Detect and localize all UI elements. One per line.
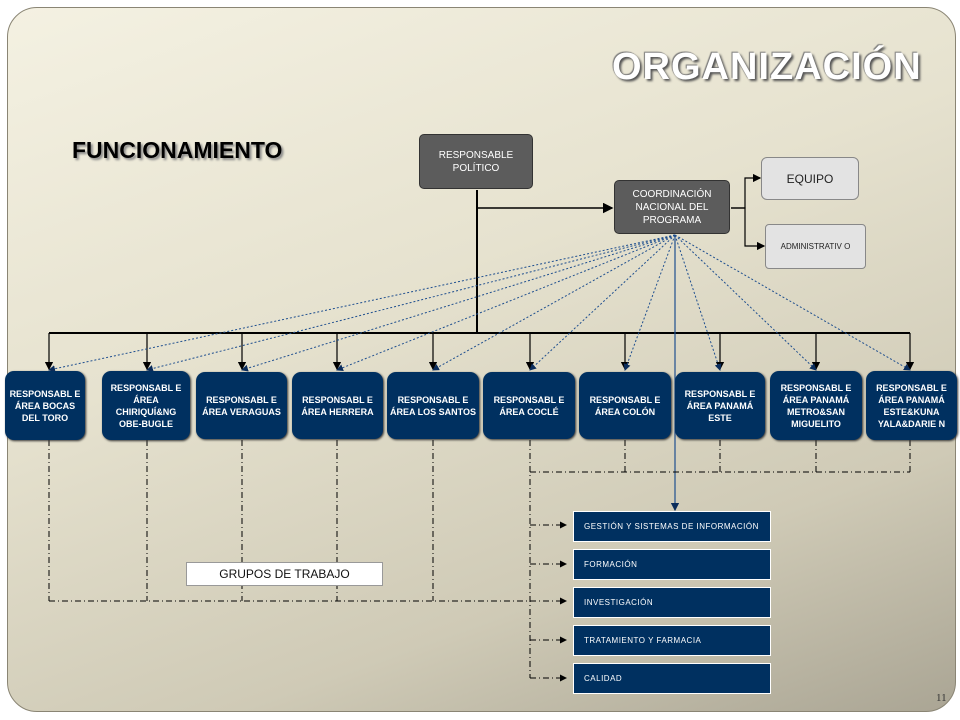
area-box-chiriqui: RESPONSABL E ÁREA CHIRIQUÍ&NG OBE-BUGLE: [102, 371, 190, 440]
area-box-colon: RESPONSABL E ÁREA COLÓN: [579, 372, 671, 439]
page-number: 11: [936, 692, 947, 704]
responsable-politico-box: RESPONSABLE POLÍTICO: [419, 134, 533, 189]
area-box-panama-este-kuna-yala: RESPONSABL E ÁREA PANAMÁ ESTE&KUNA YALA&…: [866, 371, 957, 440]
equipo-box: EQUIPO: [761, 157, 859, 200]
slide-background: [7, 7, 956, 712]
area-box-cocle: RESPONSABL E ÁREA COCLÉ: [483, 372, 575, 439]
group-calidad: CALIDAD: [573, 663, 771, 694]
hierarchy-lines: [49, 190, 910, 334]
coordinacion-branches: [731, 173, 766, 251]
group-tratamiento-farmacia: TRATAMIENTO Y FARMACIA: [573, 625, 771, 656]
area-box-los-santos: RESPONSABL E ÁREA LOS SANTOS: [387, 372, 479, 439]
area-drops: [44, 333, 915, 371]
area-box-herrera: RESPONSABL E ÁREA HERRERA: [292, 372, 383, 439]
coordinacion-box: COORDINACIÓN NACIONAL DEL PROGRAMA: [614, 180, 730, 234]
slide-title: ORGANIZACIÓN: [612, 46, 922, 88]
workgroup-dashdot-lines: [48, 440, 911, 682]
area-box-bocas-del-toro: RESPONSABL E ÁREA BOCAS DEL TORO: [5, 371, 85, 440]
grupos-de-trabajo-label: GRUPOS DE TRABAJO: [186, 562, 383, 586]
administrativo-box: ADMINISTRATIV O: [765, 224, 866, 269]
area-box-veraguas: RESPONSABL E ÁREA VERAGUAS: [196, 372, 287, 439]
area-box-panama-metro: RESPONSABL E ÁREA PANAMÁ METRO&SAN MIGUE…: [770, 371, 862, 440]
group-formacion: FORMACIÓN: [573, 549, 771, 580]
coordination-dotted-lines: [48, 234, 911, 373]
area-box-panama-este: RESPONSABL E ÁREA PANAMÁ ESTE: [675, 372, 765, 439]
group-investigacion: INVESTIGACIÓN: [573, 587, 771, 618]
group-gestion-sistemas: GESTIÓN Y SISTEMAS DE INFORMACIÓN: [573, 511, 771, 542]
slide-subtitle: FUNCIONAMIENTO: [72, 137, 283, 163]
